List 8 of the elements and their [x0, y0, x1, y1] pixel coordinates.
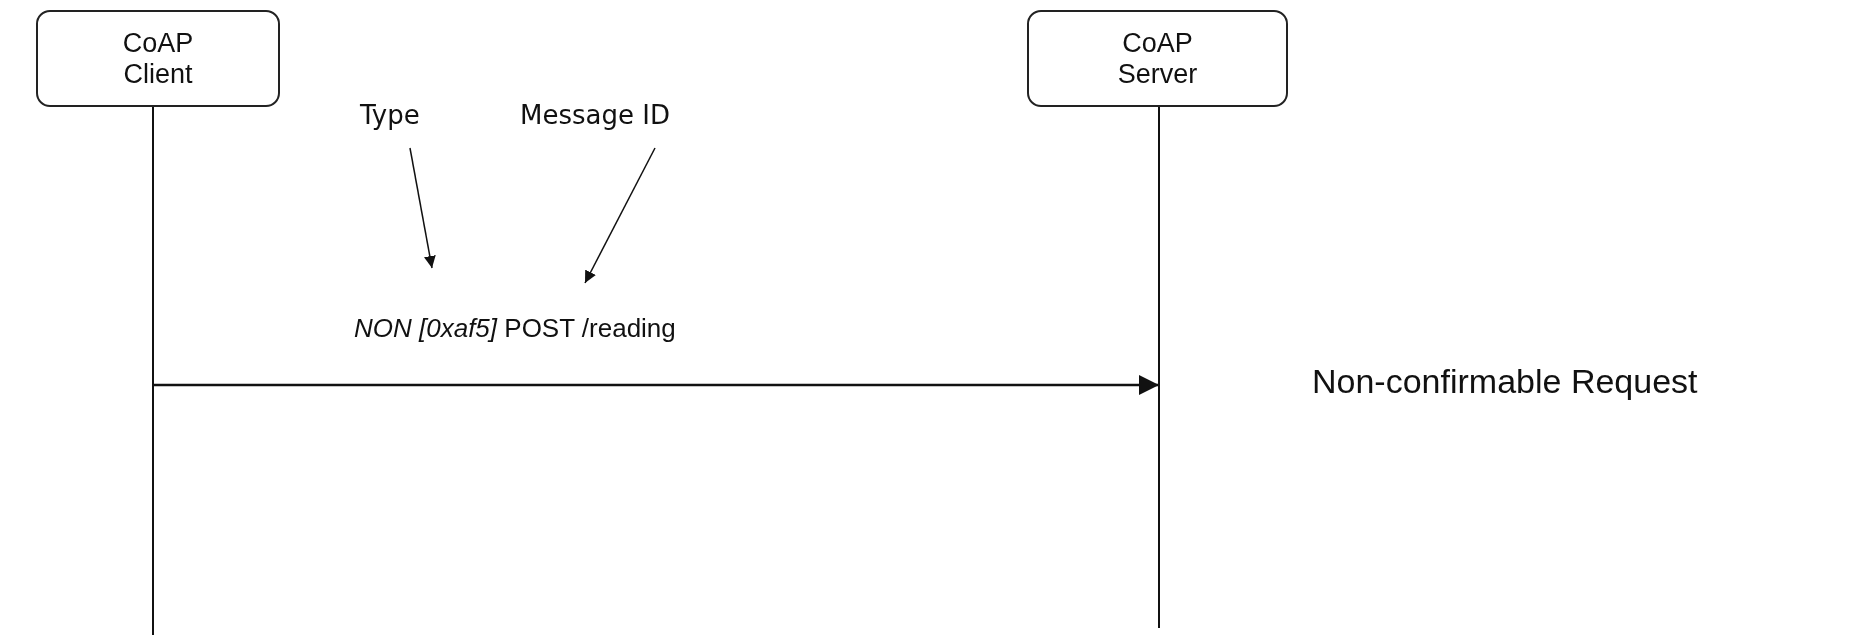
note-text: Non-confirmable Request — [1312, 362, 1698, 401]
leader-arrow — [409, 147, 436, 269]
message-arrow — [153, 375, 1159, 395]
annotation-text: Type — [360, 100, 420, 130]
leader-arrow — [584, 147, 656, 284]
participant-box: CoAP Server — [1027, 10, 1288, 107]
annotation-text: Message ID — [520, 100, 670, 130]
participant-box: CoAP Client — [36, 10, 280, 107]
